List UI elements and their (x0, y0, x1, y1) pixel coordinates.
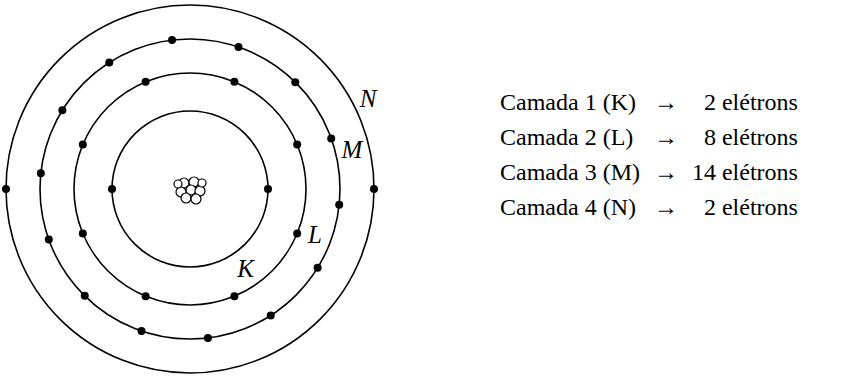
shell-letter: M (342, 136, 363, 161)
electron-dot (293, 141, 301, 149)
electron-dot (335, 201, 343, 209)
shell-letter: K (237, 256, 254, 281)
electron-dot (267, 311, 275, 319)
electron-shells (2, 5, 378, 373)
arrow-symbol: → (654, 158, 678, 186)
shell-letter: L (308, 222, 322, 247)
electron-dot (327, 134, 335, 142)
electron-count: 8 elétrons (692, 123, 798, 151)
electron-dot (142, 292, 150, 300)
electron-dot (314, 264, 322, 272)
electron-dot (234, 43, 242, 51)
shell-name: Camada 3 (M) (500, 158, 640, 186)
shell-orbit (6, 5, 374, 373)
shell-letter: N (360, 86, 377, 111)
shell-orbit (112, 111, 268, 267)
electron-dot (138, 327, 146, 335)
electron-dot (230, 78, 238, 86)
shell-orbit (74, 73, 306, 305)
electron-dot (291, 78, 299, 86)
electron-dot (79, 229, 87, 237)
electron-dot (142, 78, 150, 86)
electron-dot (204, 334, 212, 342)
electron-dot (168, 36, 176, 44)
arrow-symbol: → (654, 193, 678, 221)
shell-orbit (40, 39, 340, 339)
electron-dot (264, 185, 272, 193)
arrow-symbol: → (654, 88, 678, 116)
electron-dot (293, 229, 301, 237)
shell-name: Camada 4 (N) (500, 193, 640, 221)
electron-count: 2 elétrons (692, 193, 798, 221)
electron-dot (45, 236, 53, 244)
shell-table: Camada 1 (K)→2 elétronsCamada 2 (L)→8 el… (500, 88, 798, 221)
electron-dot (79, 141, 87, 149)
shell-name: Camada 1 (K) (500, 88, 640, 116)
electron-count: 14 elétrons (692, 158, 798, 186)
shell-name: Camada 2 (L) (500, 123, 640, 151)
nucleus (174, 177, 206, 204)
electron-dot (37, 169, 45, 177)
electron-dot (105, 59, 113, 67)
electron-dot (370, 185, 378, 193)
electron-dot (58, 106, 66, 114)
electron-dot (108, 185, 116, 193)
electron-dot (2, 185, 10, 193)
electron-count: 2 elétrons (692, 88, 798, 116)
arrow-symbol: → (654, 123, 678, 151)
electron-dot (230, 292, 238, 300)
electron-dot (81, 292, 89, 300)
